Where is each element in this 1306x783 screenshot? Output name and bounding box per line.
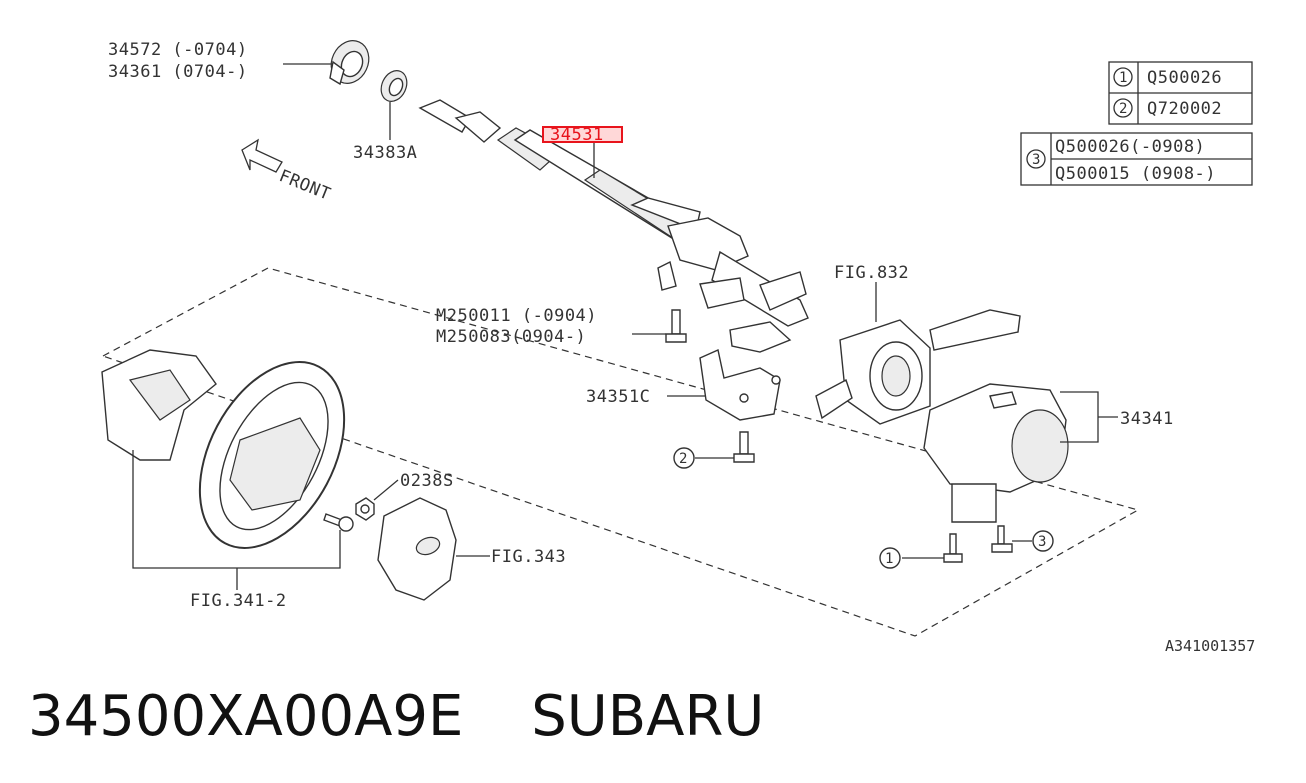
legend-row3-part-a: Q500026(-0908) <box>1055 137 1205 157</box>
caption-brand: SUBARU <box>531 684 765 749</box>
legend-table-2 <box>1020 132 1253 186</box>
legend-row1-part: Q500026 <box>1147 68 1222 88</box>
cover-screw-3-part <box>991 525 1013 553</box>
caption: 34500XA00A9E SUBARU <box>28 684 764 750</box>
cover-screw-1-part <box>943 533 963 563</box>
legend-row3-num: 3 <box>1032 152 1040 168</box>
legend-row2-part: Q720002 <box>1147 99 1222 119</box>
legend-row2-num: 2 <box>1119 101 1127 117</box>
legend-table-1 <box>1108 61 1253 125</box>
legend-row1-num: 1 <box>1119 70 1127 86</box>
column-cover-part <box>923 383 1069 523</box>
label-bolt-a: M250011 (-0904) <box>436 306 597 326</box>
label-seal: 34383A <box>353 143 417 163</box>
assembly-outline <box>101 267 1140 637</box>
wheel-bolt-part <box>323 513 354 532</box>
bracket-part <box>699 349 781 421</box>
label-upper-bearing-a: 34572 (-0704) <box>108 40 248 60</box>
label-bolt-b: M250083(0904-) <box>436 327 586 347</box>
label-fig-airbag: FIG.343 <box>491 547 566 567</box>
highlight-box-column <box>542 126 623 143</box>
label-nut: 0238S <box>400 471 454 491</box>
column-bolt-part <box>665 309 687 343</box>
callout-2-number: 2 <box>679 451 687 467</box>
label-cover: 34341 <box>1120 409 1174 429</box>
front-direction-arrow <box>241 138 283 173</box>
callout-circle-1 <box>879 547 901 569</box>
callout-circle-2 <box>673 447 695 469</box>
airbag-module-part <box>377 497 457 601</box>
callout-1-number: 1 <box>885 551 893 567</box>
seal-part <box>380 70 408 102</box>
bracket-screw-part <box>733 431 755 463</box>
label-bracket: 34351C <box>586 387 650 407</box>
steering-column-part <box>418 99 809 353</box>
label-column-highlight: 34531 <box>550 125 604 145</box>
label-front: FRONT <box>276 166 333 205</box>
callout-circle-3 <box>1032 530 1054 552</box>
label-upper-bearing-b: 34361 (0704-) <box>108 62 248 82</box>
nut-part <box>355 497 375 521</box>
diagram-id: A341001357 <box>1165 637 1255 655</box>
steering-wheel-part <box>101 349 346 549</box>
caption-part-number: 34500XA00A9E <box>28 684 464 749</box>
label-fig-switch: FIG.832 <box>834 263 909 283</box>
callout-3-number: 3 <box>1038 534 1046 550</box>
exploded-view-drawing: 34572 (-0704) 34361 (0704-) 34383A FRONT… <box>101 40 1255 655</box>
label-fig-wheel: FIG.341-2 <box>190 591 287 611</box>
leader-nut <box>373 479 399 501</box>
combination-switch-part <box>815 309 1021 425</box>
legend-row3-part-b: Q500015 (0908-) <box>1055 164 1216 184</box>
upper-bearing-part <box>329 40 370 86</box>
